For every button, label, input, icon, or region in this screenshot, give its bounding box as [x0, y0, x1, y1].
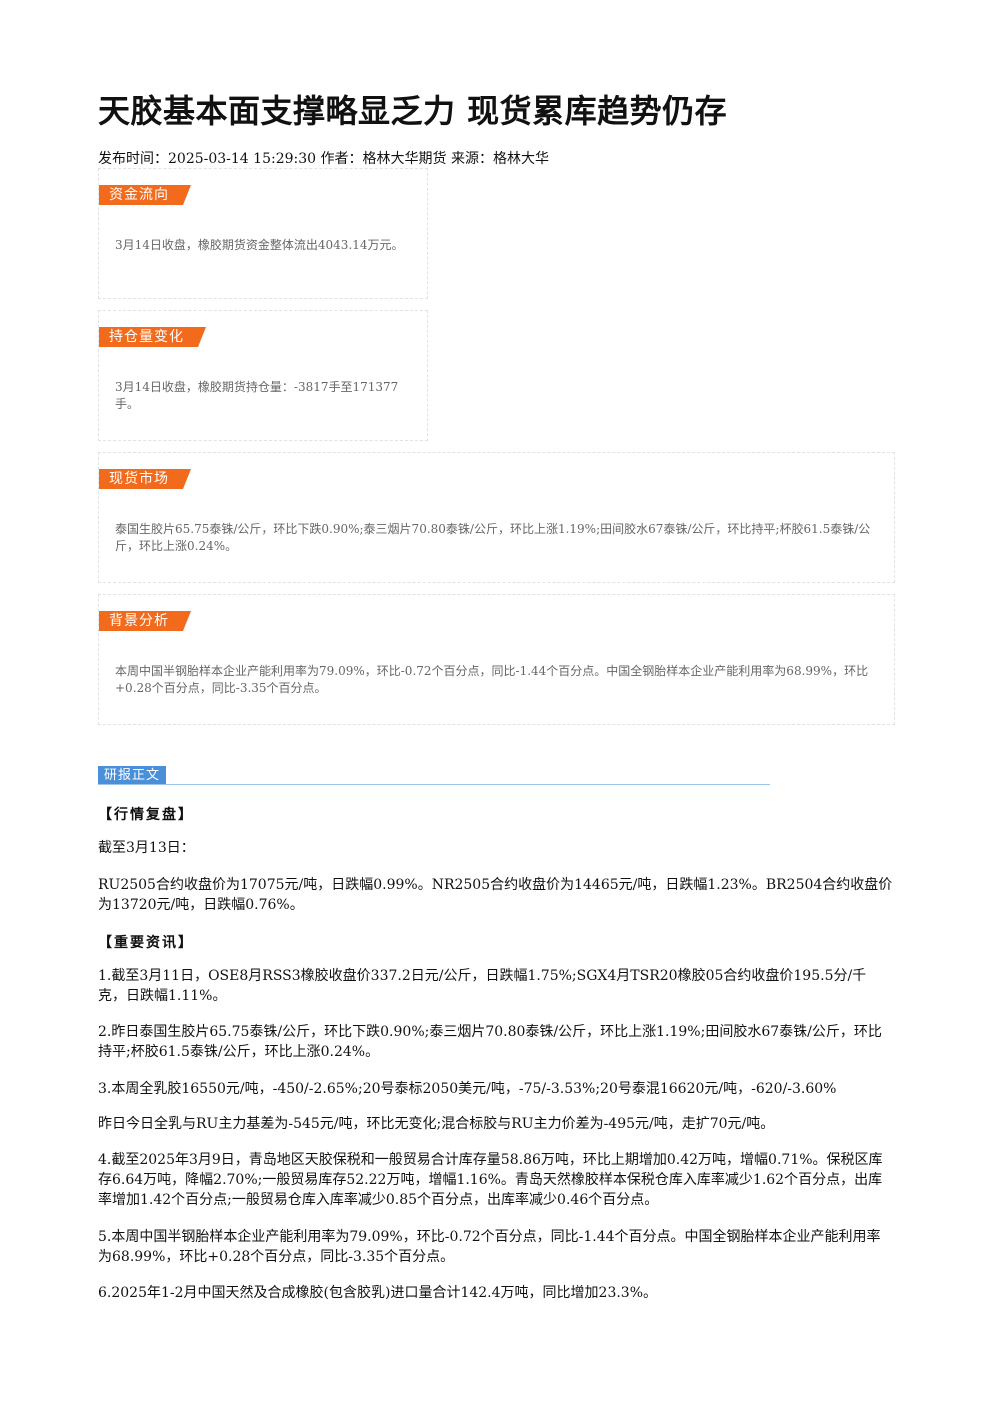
article-title: 天胶基本面支撑略显乏力 现货累库趋势仍存 — [98, 92, 728, 130]
position-change-text: 3月14日收盘，橡胶期货持仓量：-3817手至171377手。 — [115, 380, 399, 411]
background-analysis-tag: 背景分析 — [99, 611, 191, 631]
news-item-5: 5.本周中国半钢胎样本企业产能利用率为79.09%，环比-0.72个百分点，同比… — [98, 1229, 881, 1265]
section-divider — [98, 784, 770, 785]
spot-market-tag: 现货市场 — [99, 469, 191, 489]
closing-price-paragraph: RU2505合约收盘价为17075元/吨，日跌幅0.99%。NR2505合约收盘… — [98, 877, 893, 913]
report-body-label: 研报正文 — [98, 766, 167, 785]
news-item-3: 3.本周全乳胶16550元/吨，-450/-2.65%;20号泰标2050美元/… — [98, 1081, 837, 1097]
spot-market-text: 泰国生胶片65.75泰铢/公斤，环比下跌0.90%;泰三烟片70.80泰铢/公斤… — [115, 522, 871, 553]
article-meta: 发布时间：2025-03-14 15:29:30 作者：格林大华期货 来源：格林… — [98, 151, 549, 167]
news-item-6: 6.2025年1-2月中国天然及合成橡胶(包含胶乳)进口量合计142.4万吨，同… — [98, 1285, 658, 1301]
background-analysis-card: 背景分析 本周中国半钢胎样本企业产能利用率为79.09%，环比-0.72个百分点… — [98, 594, 895, 725]
key-news-heading: 【重要资讯】 — [98, 935, 194, 951]
position-change-tag: 持仓量变化 — [99, 327, 206, 347]
news-item-1: 1.截至3月11日，OSE8月RSS3橡胶收盘价337.2日元/公斤，日跌幅1.… — [98, 968, 867, 1004]
funds-flow-card: 资金流向 3月14日收盘，橡胶期货资金整体流出4043.14万元。 — [98, 168, 428, 299]
report-body-section-header: 研报正文 — [98, 766, 770, 786]
as-of-date-paragraph: 截至3月13日： — [98, 840, 195, 856]
background-analysis-text: 本周中国半钢胎样本企业产能利用率为79.09%，环比-0.72个百分点，同比-1… — [115, 664, 869, 695]
news-item-4: 4.截至2025年3月9日，青岛地区天胶保税和一般贸易合计库存量58.86万吨，… — [98, 1152, 883, 1208]
spot-market-card: 现货市场 泰国生胶片65.75泰铢/公斤，环比下跌0.90%;泰三烟片70.80… — [98, 452, 895, 583]
position-change-card: 持仓量变化 3月14日收盘，橡胶期货持仓量：-3817手至171377手。 — [98, 310, 428, 441]
basis-paragraph: 昨日今日全乳与RU主力基差为-545元/吨，环比无变化;混合标胶与RU主力价差为… — [98, 1116, 775, 1132]
market-review-heading: 【行情复盘】 — [98, 807, 194, 823]
news-item-2: 2.昨日泰国生胶片65.75泰铢/公斤，环比下跌0.90%;泰三烟片70.80泰… — [98, 1024, 882, 1060]
funds-flow-tag: 资金流向 — [99, 185, 191, 205]
funds-flow-text: 3月14日收盘，橡胶期货资金整体流出4043.14万元。 — [115, 238, 404, 252]
